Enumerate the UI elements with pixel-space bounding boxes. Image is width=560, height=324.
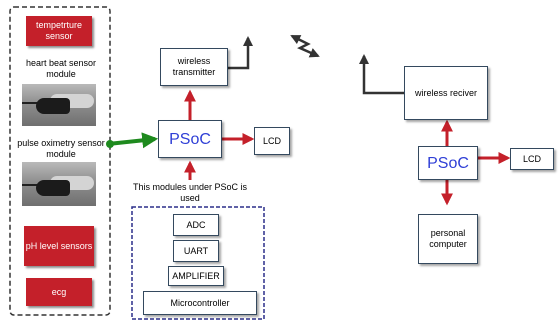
- adc-module-label: ADC: [186, 219, 206, 230]
- psoc-modules-group-border: [131, 206, 265, 320]
- uart-module-box: UART: [173, 240, 219, 262]
- uart-module-label: UART: [183, 245, 209, 256]
- receiver-antenna-line: [359, 54, 404, 95]
- temperature-sensor-box: tempetrture sensor: [26, 16, 92, 46]
- sensor-group-border: [9, 6, 111, 316]
- zigzag-arrow-icon: [290, 34, 320, 58]
- pulse-oximetry-sensor-label: pulse oximetry sensor module: [17, 138, 105, 159]
- psoc-left-box: PSoC: [158, 120, 222, 158]
- lcd-left-label: LCD: [262, 135, 281, 146]
- ecg-sensor-box: ecg: [26, 278, 92, 306]
- ph-level-sensor-label: pH level sensors: [25, 240, 93, 251]
- lcd-right-label: LCD: [522, 153, 541, 164]
- lcd-left-box: LCD: [254, 127, 290, 155]
- adc-module-box: ADC: [173, 214, 219, 236]
- personal-computer-box: personal computer: [418, 214, 478, 264]
- amplifier-module-box: AMPLIFIER: [168, 266, 224, 286]
- microcontroller-module-box: Microcontroller: [143, 291, 257, 315]
- wireless-transmitter-box: wireless transmitter: [160, 48, 228, 86]
- psoc-left-label: PSoC: [169, 130, 211, 148]
- psoc-right-label: PSoC: [427, 154, 469, 172]
- sensors-junction-dot: [106, 140, 114, 148]
- wireless-receiver-label: wireless reciver: [414, 87, 477, 98]
- sensors-to-psoc-arrow: [107, 132, 159, 149]
- temperature-sensor-label: tempetrture sensor: [35, 20, 83, 41]
- psoc-right-box: PSoC: [418, 146, 478, 180]
- lcd-right-box: LCD: [510, 148, 554, 170]
- ph-level-sensor-box: pH level sensors: [24, 226, 94, 266]
- heart-beat-sensor-label: heart beat sensor module: [25, 58, 97, 79]
- heart-beat-sensor-image: [22, 84, 96, 126]
- microcontroller-module-label: Microcontroller: [170, 297, 230, 308]
- transmitter-antenna-line: [228, 36, 253, 70]
- pulse-oximetry-sensor-image: [22, 162, 96, 206]
- psoc-modules-note: This modules under PSoC is used: [132, 182, 248, 203]
- amplifier-module-label: AMPLIFIER: [172, 270, 220, 281]
- ecg-sensor-label: ecg: [51, 286, 67, 297]
- wireless-receiver-box: wireless reciver: [404, 66, 488, 120]
- personal-computer-label: personal computer: [429, 228, 467, 249]
- wireless-transmitter-label: wireless transmitter: [172, 56, 216, 77]
